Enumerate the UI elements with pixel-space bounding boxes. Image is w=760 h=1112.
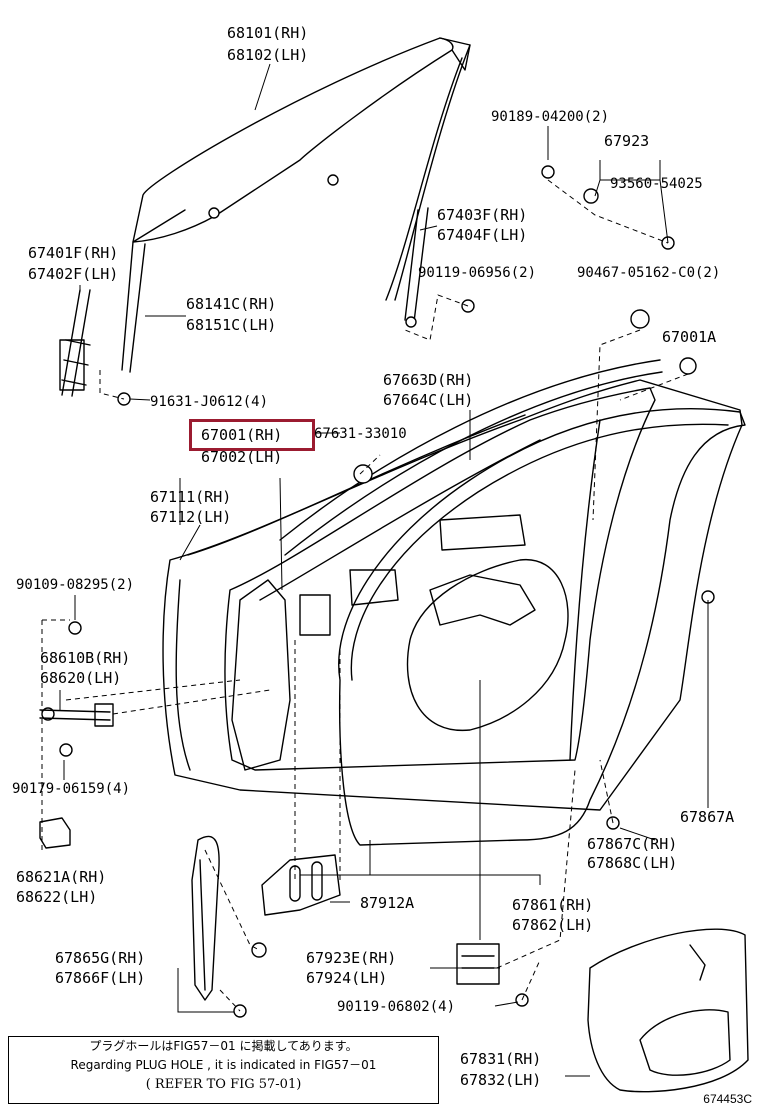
- part-label-91631: 91631-J0612(4): [150, 394, 269, 410]
- part-label-67924: 67924(LH): [306, 969, 388, 987]
- part-label-67865g: 67865G(RH): [55, 949, 146, 967]
- door-trim-panel: [587, 928, 749, 1093]
- part-label-90119-06956: 90119-06956(2): [418, 265, 537, 281]
- plug-fastener: [353, 464, 373, 484]
- rear-sash-channel: [385, 44, 471, 301]
- front-door-seal: [191, 835, 220, 1001]
- part-label-67663d: 67663D(RH): [383, 371, 474, 389]
- part-label-67832: 67832(LH): [460, 1071, 542, 1089]
- part-label-67401f: 67401F(RH): [28, 244, 119, 262]
- part-label-67001: 67001(RH): [201, 426, 283, 444]
- door-inner-frame: [224, 387, 656, 771]
- part-label-67867a: 67867A: [680, 808, 735, 826]
- inner-cutout-small: [429, 574, 536, 626]
- part-label-67866f: 67866F(LH): [55, 969, 146, 987]
- part-label-67631: 67631-33010: [314, 426, 407, 442]
- door-weatherstrip: [338, 408, 746, 846]
- part-label-90119-06802: 90119-06802(4): [337, 999, 456, 1015]
- service-hole-cover: [261, 854, 341, 916]
- part-label-90179: 90179-06159(4): [12, 781, 131, 797]
- part-label-67001a: 67001A: [662, 328, 717, 346]
- part-label-68622: 68622(LH): [16, 888, 98, 906]
- figure-number: 674453C: [703, 1092, 752, 1106]
- part-label-90109: 90109-08295(2): [16, 577, 135, 593]
- belt-weatherstrip: [279, 359, 663, 556]
- part-label-68151c: 68151C(LH): [186, 316, 277, 334]
- inner-cutout-large: [406, 559, 569, 731]
- part-label-68621a: 68621A(RH): [16, 868, 107, 886]
- part-label-93560: 93560-54025: [610, 176, 703, 192]
- highlight-box: [189, 419, 315, 451]
- part-label-87912a: 87912A: [360, 894, 415, 912]
- note-line-english: Regarding PLUG HOLE , it is indicated in…: [70, 1058, 377, 1072]
- part-label-67402f: 67402F(LH): [28, 265, 119, 283]
- part-label-67861: 67861(RH): [512, 896, 594, 914]
- clip-fastener: [208, 207, 220, 219]
- door-glass: [132, 37, 454, 243]
- part-label-90189: 90189-04200(2): [491, 109, 610, 125]
- bolt-fastener: [59, 743, 73, 757]
- division-bar: [404, 207, 429, 323]
- part-label-67002: 67002(LH): [201, 448, 283, 466]
- part-label-67862: 67862(LH): [512, 916, 594, 934]
- part-label-68101: 68101(RH): [227, 24, 309, 42]
- hinge-pillar: [231, 579, 291, 771]
- window-regulator: [61, 289, 91, 397]
- clip-fastener: [583, 188, 599, 204]
- part-label-67404f: 67404F(LH): [437, 226, 528, 244]
- note-refer-link[interactable]: ( REFER TO FIG 57-01): [145, 1077, 302, 1092]
- plug-hole-note: プラグホールはFIG57－01 に掲載してあります。 Regarding PLU…: [8, 1036, 439, 1104]
- part-label-68620: 68620(LH): [40, 669, 122, 687]
- part-label-67112: 67112(LH): [150, 508, 232, 526]
- part-label-67664c: 67664C(LH): [383, 391, 474, 409]
- bolt-fastener: [68, 621, 82, 635]
- part-label-68610b: 68610B(RH): [40, 649, 131, 667]
- part-label-67831: 67831(RH): [460, 1050, 542, 1068]
- clip-fastener: [405, 316, 417, 328]
- part-label-67923e: 67923E(RH): [306, 949, 397, 967]
- part-label-68102: 68102(LH): [227, 46, 309, 64]
- part-label-67923: 67923: [604, 132, 650, 150]
- clip-fastener: [327, 174, 339, 186]
- part-label-67868c: 67868C(LH): [587, 854, 678, 872]
- plug-fastener: [679, 357, 697, 375]
- plug-fastener: [630, 309, 650, 329]
- note-line-japanese: プラグホールはFIG57－01 に掲載してあります。: [89, 1039, 358, 1053]
- check-stopper: [39, 817, 71, 849]
- part-label-90467: 90467-05162-C0(2): [577, 265, 721, 281]
- part-label-67111: 67111(RH): [150, 488, 232, 506]
- clip-fastener: [541, 165, 555, 179]
- trim-armrest: [639, 1009, 731, 1076]
- part-label-68141c: 68141C(RH): [186, 295, 277, 313]
- clip-fastener: [251, 942, 267, 958]
- glass-run-channel: [121, 209, 186, 373]
- door-lock: [456, 943, 500, 985]
- part-label-67867c: 67867C(RH): [587, 835, 678, 853]
- part-label-67403f: 67403F(RH): [437, 206, 528, 224]
- door-check: [39, 709, 111, 721]
